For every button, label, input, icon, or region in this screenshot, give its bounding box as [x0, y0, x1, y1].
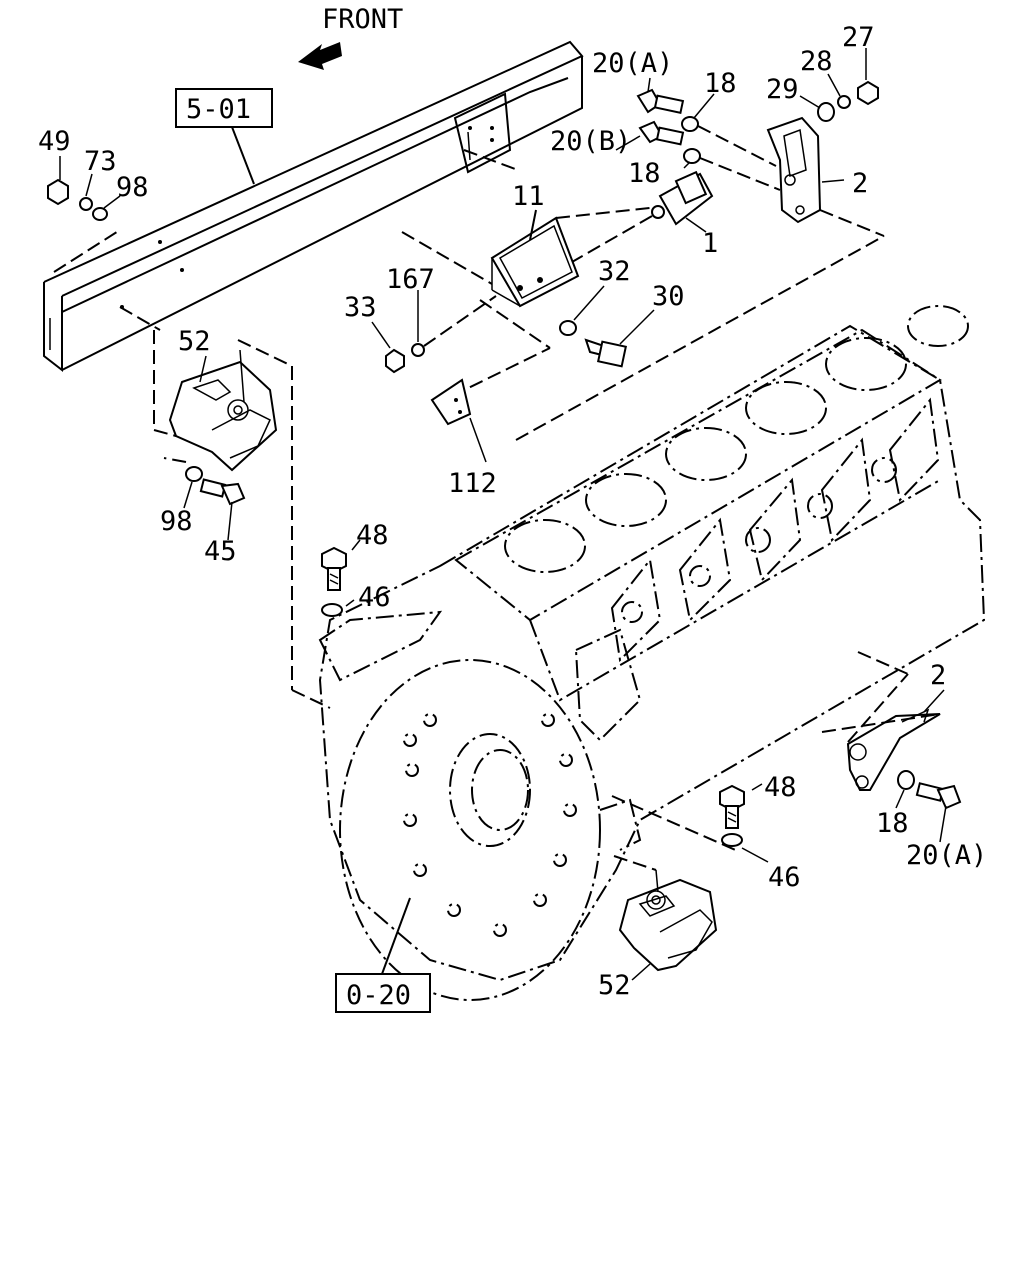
bracket-11: [401, 207, 651, 397]
callout-46-right: 46: [768, 862, 801, 893]
flywheel-housing: [339, 659, 601, 1001]
front-label: FRONT: [322, 4, 403, 35]
callout-48-top: 48: [356, 520, 389, 551]
front-arrow-icon: [298, 42, 342, 70]
cylinder-bores: [504, 305, 969, 573]
callout-98-left: 98: [160, 506, 193, 537]
callout-112: 112: [448, 468, 497, 499]
callout-45: 45: [204, 536, 237, 567]
frame-reference: 5-01: [175, 88, 273, 185]
callout-33: 33: [344, 292, 377, 323]
block-webs: [610, 397, 940, 663]
callout-46-top: 46: [358, 582, 391, 613]
isolator-1: [571, 170, 714, 263]
callout-52-bottom: 52: [598, 970, 631, 1001]
mount-52-left: [153, 330, 331, 709]
callout-73: 73: [84, 146, 117, 177]
callout-28: 28: [800, 46, 833, 77]
frame-rail: [43, 40, 584, 373]
bolts-upper-right: [615, 77, 781, 191]
callout-18-right: 18: [876, 808, 909, 839]
bracket-2-top: [515, 116, 885, 441]
callout-48-right: 48: [764, 772, 797, 803]
callout-18-top2: 18: [628, 158, 661, 189]
bolt-48-washer-46-right: [611, 783, 769, 863]
callout-20b: 20(B): [550, 126, 631, 157]
callout-1: 1: [702, 228, 718, 259]
frame-ref-box[interactable]: [175, 88, 273, 128]
bolt-45-washer-98: [183, 466, 246, 541]
callout-11: 11: [512, 181, 545, 212]
callout-98-top: 98: [116, 172, 149, 203]
frame-ref-label: 5-01: [186, 94, 251, 125]
nut-washer-group-left: [47, 156, 121, 221]
engine-block: [318, 305, 986, 1001]
callout-27: 27: [842, 22, 875, 53]
bolt-48-washer-46-top: [321, 539, 361, 617]
fastener-group-center: [371, 285, 655, 374]
callout-20a-right: 20(A): [906, 840, 987, 871]
callout-2-right: 2: [930, 660, 946, 691]
callout-32: 32: [598, 256, 631, 287]
callout-20a-top: 20(A): [592, 48, 673, 79]
callout-52-left: 52: [178, 326, 211, 357]
engine-ref-label: 0-20: [346, 980, 411, 1011]
callout-2-top: 2: [852, 168, 868, 199]
bolt-20a-washer-18-right: [895, 770, 962, 843]
callout-167: 167: [386, 264, 435, 295]
bracket-2-right: [821, 651, 945, 791]
front-direction-indicator: FRONT: [298, 4, 403, 70]
nut-washer-group-right: [799, 48, 879, 122]
engine-ref-box[interactable]: [335, 973, 431, 1013]
mount-52-bottom: [613, 855, 718, 981]
callout-18-top1: 18: [704, 68, 737, 99]
callout-49: 49: [38, 126, 71, 157]
engine-reference: 0-20: [335, 897, 431, 1013]
callout-29: 29: [766, 74, 799, 105]
callout-30: 30: [652, 281, 685, 312]
plate-112: [430, 378, 487, 463]
